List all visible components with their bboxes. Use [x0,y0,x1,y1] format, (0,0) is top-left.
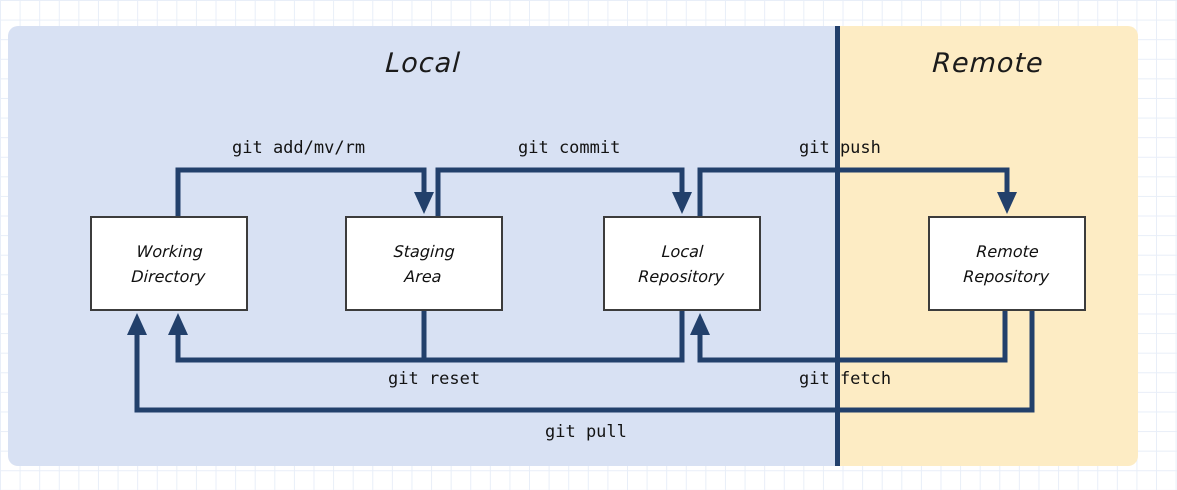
edge-label-git-reset: git reset [388,369,481,389]
edge-add-arrowhead [414,192,434,214]
edge-push-arrowhead [997,192,1017,214]
edge-label-git-fetch: git fetch [799,369,892,389]
local-remote-divider [835,26,840,466]
edge-add-path [175,167,427,216]
edge-fetch-path [697,311,1008,363]
edge-reset-path [175,311,685,363]
node-remote-repository-label: Remote Repository [962,241,1050,286]
node-remote-repository[interactable]: Remote Repository [928,216,1086,311]
node-local-repository[interactable]: Local Repository [603,216,761,311]
node-staging-area[interactable]: Staging Area [345,216,503,311]
edge-label-git-add: git add/mv/rm [232,138,366,158]
node-local-repository-label: Local Repository [637,241,725,286]
edge-pull-path [134,311,1035,413]
node-staging-area-label: Staging Area [393,241,456,286]
edge-label-git-pull: git pull [545,422,627,442]
edge-reset-arrowhead [168,313,188,335]
edge-label-git-commit: git commit [518,138,621,158]
edge-fetch-arrowhead [690,313,710,335]
node-working-directory-label: Working Directory [130,241,206,286]
edge-pull-arrowhead [127,313,147,335]
edge-commit-arrowhead [672,192,692,214]
edge-push-path [697,167,1010,216]
edge-commit-path [435,167,685,216]
node-working-directory[interactable]: Working Directory [90,216,248,311]
edge-label-git-push: git push [799,138,881,158]
